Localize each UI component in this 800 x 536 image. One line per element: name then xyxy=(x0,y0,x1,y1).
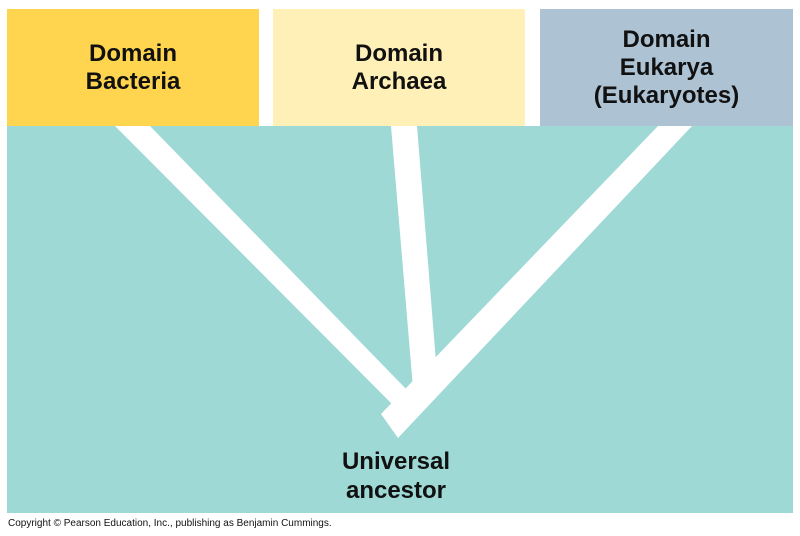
tree-background xyxy=(7,126,793,513)
domain-bacteria-label-line2: Bacteria xyxy=(85,67,181,95)
domain-archaea-label-line2: Archaea xyxy=(351,67,447,95)
domain-archaea-label-line1: Domain xyxy=(354,39,443,67)
copyright-text: Copyright © Pearson Education, Inc., pub… xyxy=(8,518,332,529)
domain-eukarya-label-line3: (Eukaryotes) xyxy=(593,81,740,109)
branch-eukarya xyxy=(381,126,692,438)
domain-eukarya-label-line1: Domain xyxy=(622,25,711,53)
domain-eukarya-label-line2: Eukarya xyxy=(619,53,714,81)
domain-bacteria-label-line1: Domain xyxy=(88,39,177,67)
root-label-line1: Universal xyxy=(341,448,451,475)
branch-archaea xyxy=(391,126,436,388)
root-label-line2: ancestor xyxy=(345,477,447,504)
domain-bacteria-box: Domain Bacteria xyxy=(7,9,259,126)
phylogenetic-tree xyxy=(115,126,692,438)
domain-archaea-box: Domain Archaea xyxy=(273,9,525,126)
universal-ancestor-label: Universal ancestor xyxy=(296,447,496,505)
branch-bacteria xyxy=(115,126,411,408)
domain-eukarya-box: Domain Eukarya (Eukaryotes) xyxy=(540,9,793,126)
